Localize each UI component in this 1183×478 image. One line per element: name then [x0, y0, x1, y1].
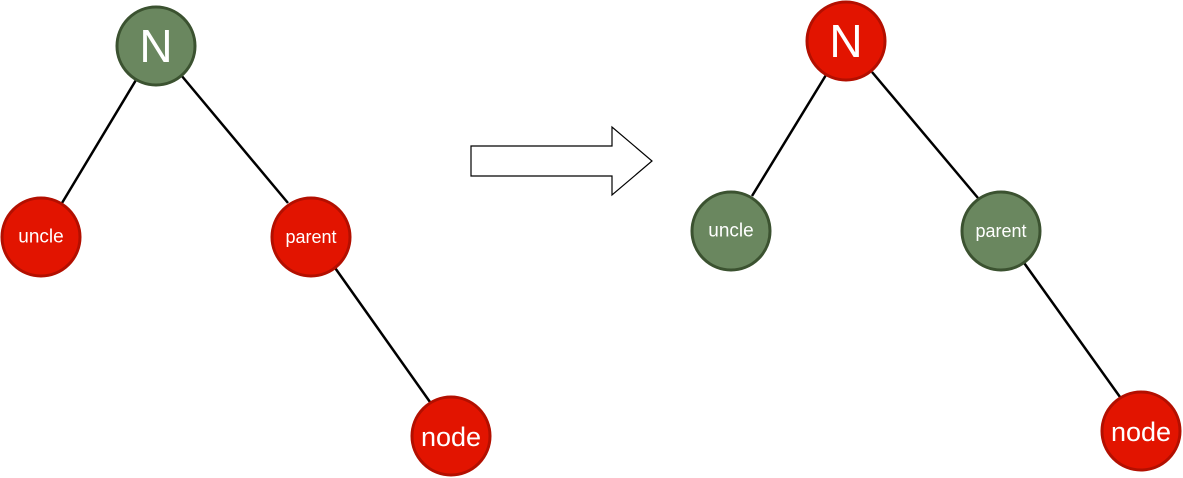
edge-before-n-parent	[180, 74, 289, 204]
node-before-uncle: uncle	[0, 196, 82, 278]
node-after-parent: parent	[960, 190, 1042, 272]
node-label: node	[1111, 417, 1171, 447]
node-label: uncle	[708, 221, 753, 242]
edge-after-n-parent	[871, 71, 979, 199]
node-circle	[0, 196, 82, 278]
edge-after-parent-node	[1020, 259, 1122, 398]
node-circle	[410, 395, 492, 477]
node-label: parent	[285, 227, 336, 247]
edge-after-n-uncle	[750, 74, 828, 197]
node-circle	[960, 190, 1042, 272]
node-circle	[805, 0, 887, 82]
right-arrow-icon	[470, 125, 653, 197]
node-circle	[115, 5, 197, 87]
node-before-parent: parent	[270, 196, 352, 278]
node-circle	[690, 190, 772, 272]
node-before-n: N	[115, 5, 197, 87]
node-before-node: node	[410, 395, 492, 477]
node-label: uncle	[18, 227, 63, 248]
node-label: N	[829, 15, 862, 67]
node-after-n: N	[805, 0, 887, 82]
node-label: parent	[975, 221, 1026, 241]
tree-before: N uncle parent node	[0, 5, 492, 477]
node-label: node	[421, 422, 481, 452]
tree-after: N uncle parent node	[690, 0, 1182, 472]
edge-before-n-uncle	[60, 79, 138, 204]
node-after-uncle: uncle	[690, 190, 772, 272]
edge-before-parent-node	[331, 264, 432, 403]
node-after-node: node	[1100, 390, 1182, 472]
node-circle	[1100, 390, 1182, 472]
node-circle	[270, 196, 352, 278]
node-label: N	[139, 20, 172, 72]
